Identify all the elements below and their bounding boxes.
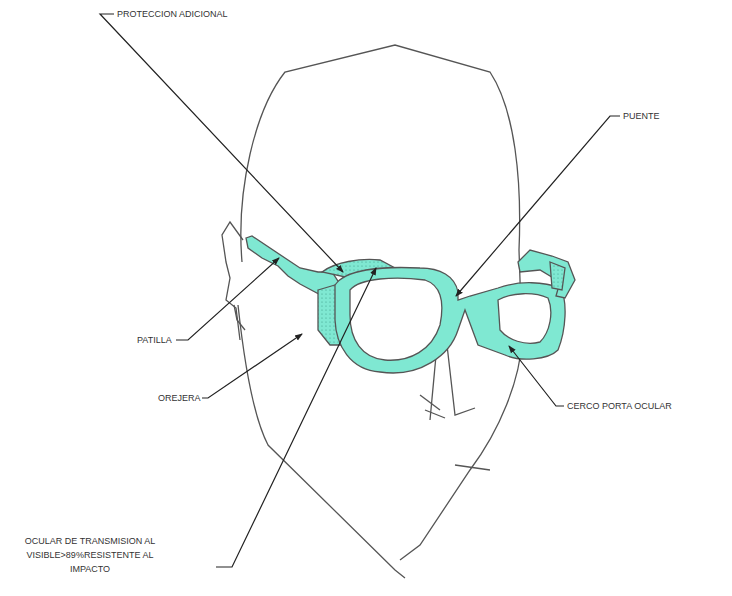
- safety-glasses: [246, 236, 575, 373]
- part-label: PUENTE: [622, 109, 661, 123]
- part-label: OREJERA: [157, 391, 202, 405]
- leader-lines: [100, 14, 620, 567]
- part-label: OCULAR DE TRANSMISION AL VISIBLE>89%RESI…: [14, 534, 166, 576]
- part-label: CERCO PORTA OCULAR: [566, 399, 673, 413]
- part-label: PROTECCION ADICIONAL: [116, 7, 229, 21]
- part-label: PATILLA: [136, 333, 173, 347]
